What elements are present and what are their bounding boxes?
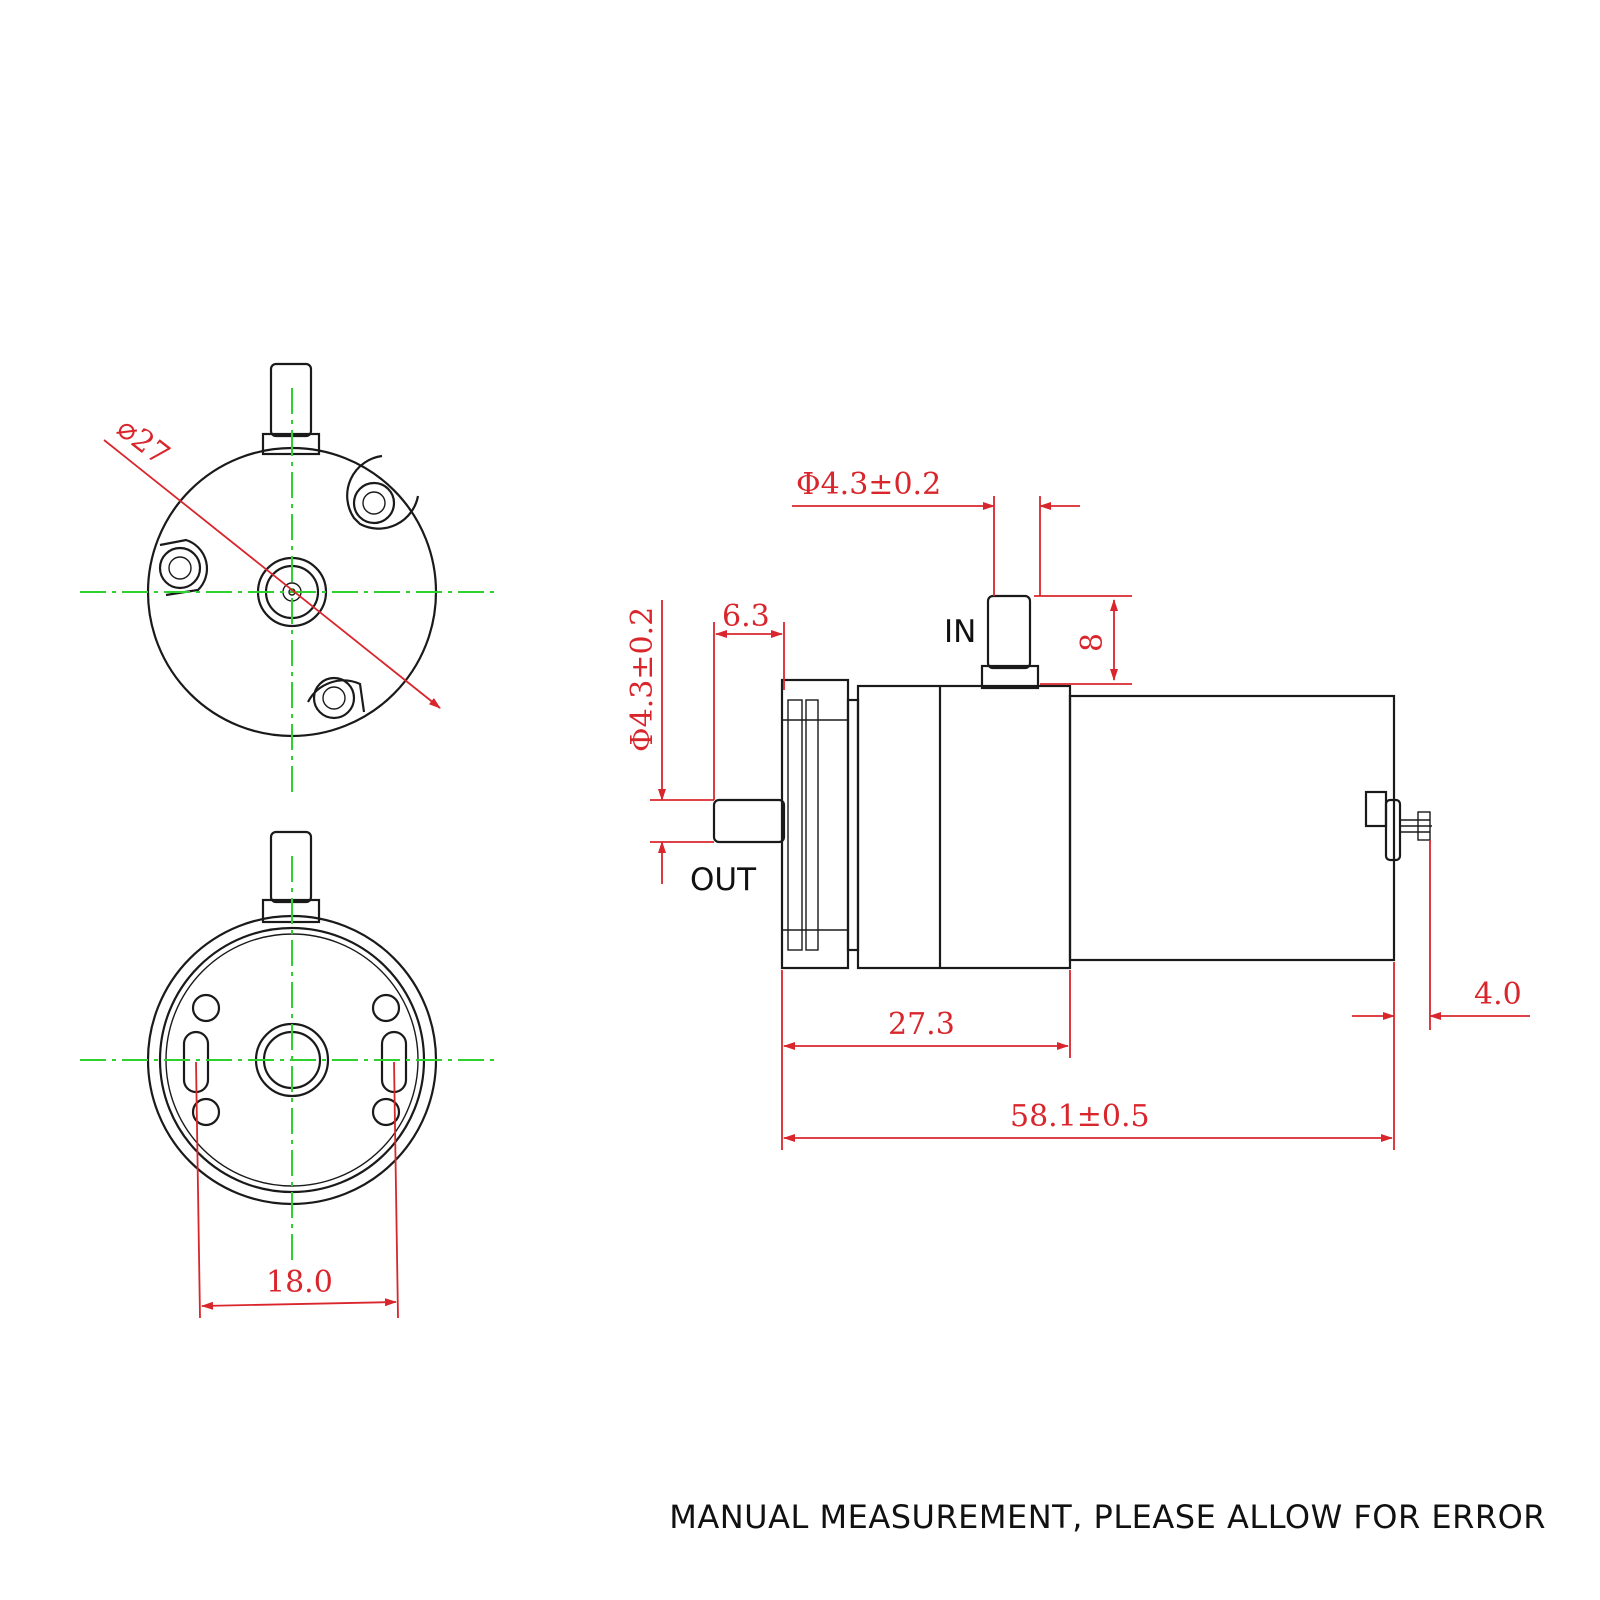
outlet-length-label: 6.3 bbox=[722, 599, 770, 634]
pump-head-length-label: 27.3 bbox=[888, 1007, 955, 1042]
terminal-length-label: 4.0 bbox=[1474, 977, 1522, 1012]
side-view: IN OUT Φ4.3±0.2 8 6.3 Φ4.3±0.2 27.3 58.1… bbox=[625, 467, 1530, 1150]
rear-view: 18.0 bbox=[80, 830, 498, 1319]
mount-hole bbox=[371, 993, 401, 1023]
outlet-label: OUT bbox=[690, 862, 757, 898]
front-view: ⌀27 bbox=[80, 362, 498, 792]
inlet-label: IN bbox=[944, 614, 976, 650]
screw-boss-lower-right bbox=[307, 676, 366, 720]
mount-hole bbox=[191, 1097, 221, 1127]
overall-length-label: 58.1±0.5 bbox=[1010, 1099, 1150, 1134]
body-diameter-label: ⌀27 bbox=[110, 411, 176, 473]
screw-boss-left bbox=[158, 538, 209, 597]
measurement-note: MANUAL MEASUREMENT, PLEASE ALLOW FOR ERR… bbox=[669, 1498, 1546, 1536]
inlet-diameter-label: Φ4.3±0.2 bbox=[796, 467, 941, 502]
inlet-length-label: 8 bbox=[1075, 633, 1110, 652]
mount-hole-spacing-label: 18.0 bbox=[266, 1265, 333, 1300]
mount-hole bbox=[191, 993, 221, 1023]
mount-hole bbox=[371, 1097, 401, 1127]
screw-boss-upper-right bbox=[346, 454, 420, 530]
outlet-diameter-label: Φ4.3±0.2 bbox=[625, 607, 660, 752]
